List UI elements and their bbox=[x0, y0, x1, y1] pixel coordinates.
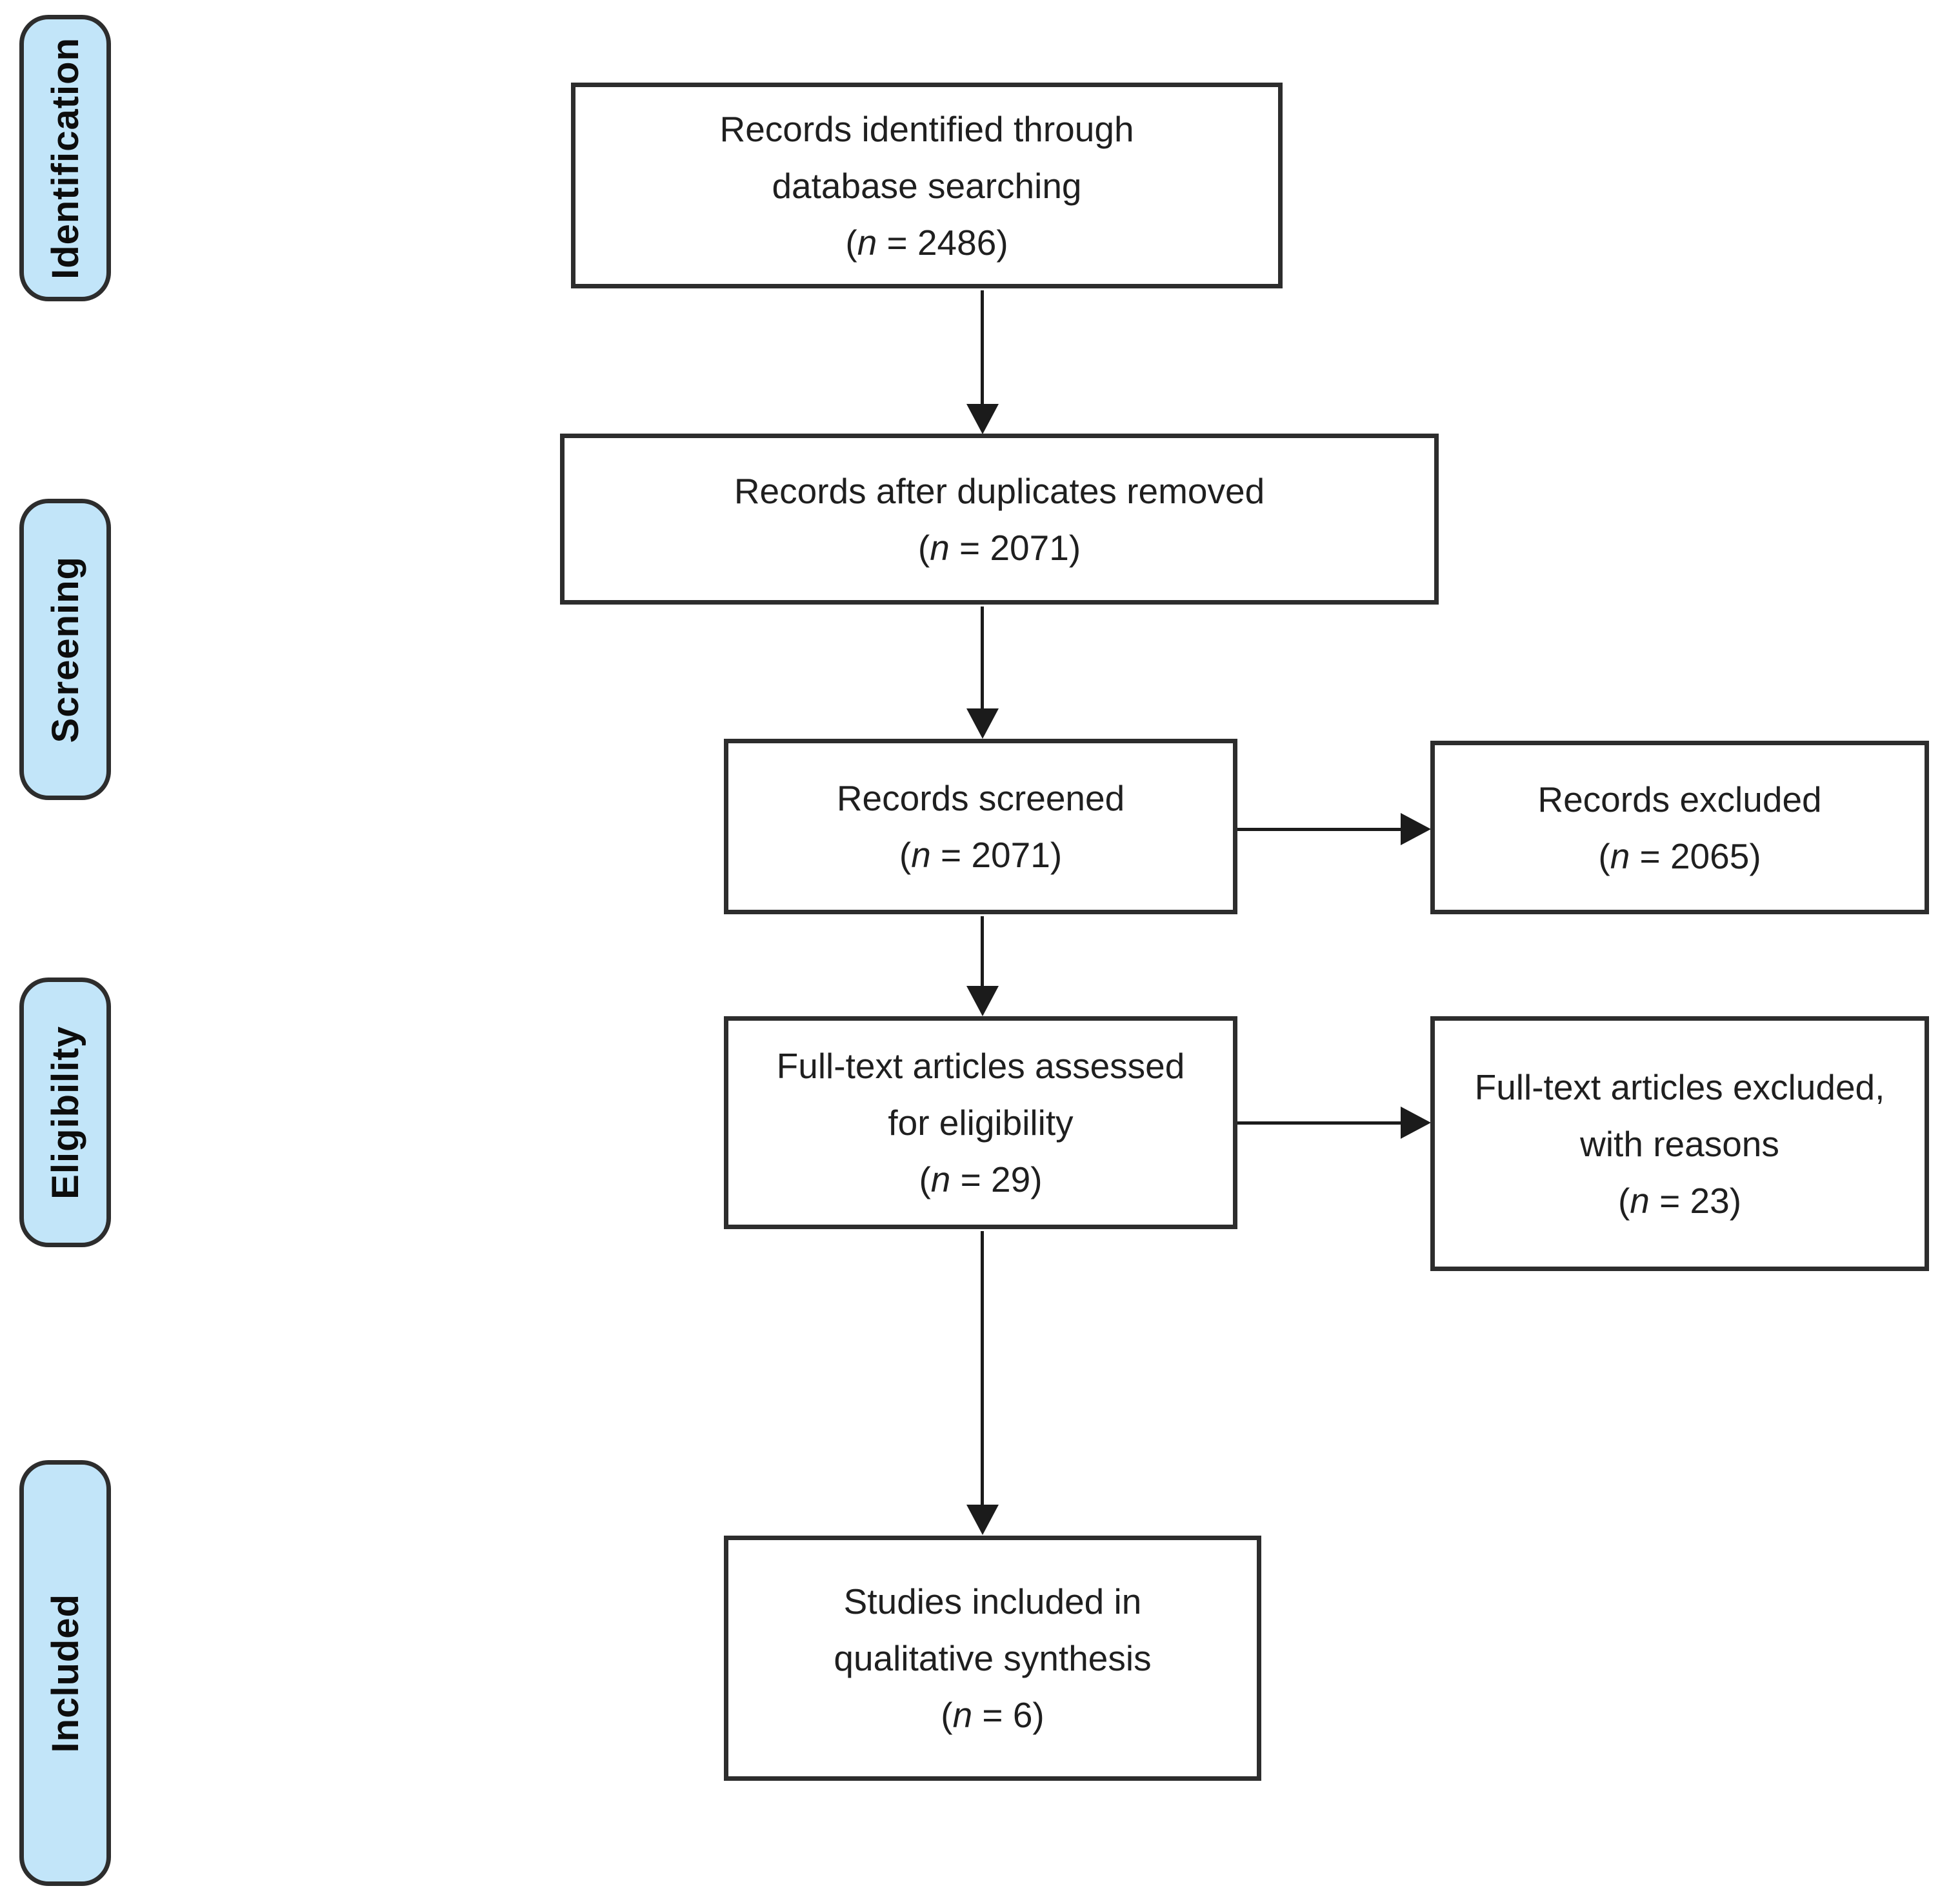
flow-box-records-excluded: Records excluded (n = 2065) bbox=[1430, 741, 1929, 914]
count-text: = 2065) bbox=[1630, 836, 1761, 876]
n-symbol: n bbox=[930, 527, 950, 568]
flow-box-fulltext-assessed: Full-text articles assessed for eligibil… bbox=[724, 1016, 1237, 1229]
paren-open: ( bbox=[919, 1159, 931, 1199]
paren-open: ( bbox=[845, 222, 857, 263]
paren-open: ( bbox=[1617, 1180, 1630, 1221]
count-text: = 6) bbox=[972, 1695, 1045, 1735]
records-screened-count: (n = 2071) bbox=[899, 827, 1062, 883]
paren-open: ( bbox=[917, 527, 930, 568]
flow-box-records-identified: Records identified through database sear… bbox=[571, 83, 1283, 288]
n-symbol: n bbox=[1630, 1180, 1650, 1221]
phase-label-included: Included bbox=[19, 1460, 111, 1886]
flow-box-duplicates-removed: Records after duplicates removed (n = 20… bbox=[560, 434, 1439, 605]
n-symbol: n bbox=[930, 1159, 951, 1199]
count-text: = 23) bbox=[1649, 1180, 1742, 1221]
flow-box-studies-included: Studies included in qualitative synthesi… bbox=[724, 1536, 1261, 1781]
records-identified-line2: database searching bbox=[772, 165, 1082, 206]
records-identified-line1: Records identified through bbox=[719, 108, 1134, 149]
phase-label-eligibility-text: Eligibility bbox=[44, 1025, 86, 1199]
fulltext-excluded-line2: with reasons bbox=[1580, 1123, 1779, 1164]
arrow-fulltext-to-excluded-line bbox=[1237, 1121, 1403, 1125]
arrow-down-icon bbox=[966, 404, 999, 434]
phase-label-screening: Screening bbox=[19, 499, 111, 800]
arrow-down-icon bbox=[966, 708, 999, 739]
phase-label-identification-text: Identification bbox=[44, 37, 86, 279]
fulltext-assessed-line1: Full-text articles assessed bbox=[776, 1046, 1185, 1086]
records-screened-line1: Records screened bbox=[836, 778, 1125, 818]
fulltext-assessed-line2: for eligibility bbox=[888, 1103, 1074, 1143]
n-symbol: n bbox=[952, 1695, 973, 1735]
phase-label-eligibility: Eligibility bbox=[19, 978, 111, 1247]
paren-open: ( bbox=[941, 1695, 953, 1735]
phase-label-identification: Identification bbox=[19, 15, 111, 301]
paren-open: ( bbox=[1598, 836, 1610, 876]
arrow-screened-to-fulltext-line bbox=[981, 916, 984, 988]
records-excluded-line1: Records excluded bbox=[1537, 779, 1822, 819]
arrow-screened-to-excluded-line bbox=[1237, 828, 1403, 831]
arrow-dedup-to-screened-line bbox=[981, 607, 984, 711]
arrow-fulltext-to-included-line bbox=[981, 1231, 984, 1507]
arrow-down-icon bbox=[966, 986, 999, 1016]
phase-label-screening-text: Screening bbox=[44, 556, 86, 743]
studies-included-line1: Studies included in bbox=[843, 1581, 1142, 1621]
studies-included-count: (n = 6) bbox=[941, 1687, 1045, 1743]
count-text: = 2486) bbox=[877, 222, 1008, 263]
n-symbol: n bbox=[857, 222, 877, 263]
fulltext-excluded-count: (n = 23) bbox=[1618, 1172, 1741, 1229]
count-text: = 2071) bbox=[930, 835, 1063, 875]
arrow-right-icon bbox=[1401, 1107, 1431, 1139]
count-text: = 29) bbox=[950, 1159, 1043, 1199]
duplicates-removed-count: (n = 2071) bbox=[918, 519, 1081, 576]
flow-box-records-screened: Records screened (n = 2071) bbox=[724, 739, 1237, 914]
fulltext-assessed-count: (n = 29) bbox=[919, 1151, 1042, 1208]
count-text: = 2071) bbox=[949, 527, 1081, 568]
studies-included-line2: qualitative synthesis bbox=[834, 1638, 1152, 1678]
flow-box-fulltext-excluded: Full-text articles excluded, with reason… bbox=[1430, 1016, 1929, 1271]
n-symbol: n bbox=[911, 835, 931, 875]
duplicates-removed-line1: Records after duplicates removed bbox=[734, 470, 1265, 511]
arrow-right-icon bbox=[1401, 813, 1431, 845]
n-symbol: n bbox=[1610, 836, 1630, 876]
arrow-down-icon bbox=[966, 1505, 999, 1535]
arrow-identified-to-dedup-line bbox=[981, 290, 984, 406]
phase-label-included-text: Included bbox=[44, 1593, 86, 1753]
fulltext-excluded-line1: Full-text articles excluded, bbox=[1474, 1067, 1885, 1107]
records-identified-count: (n = 2486) bbox=[845, 214, 1008, 271]
records-excluded-count: (n = 2065) bbox=[1598, 828, 1761, 885]
paren-open: ( bbox=[899, 835, 912, 875]
